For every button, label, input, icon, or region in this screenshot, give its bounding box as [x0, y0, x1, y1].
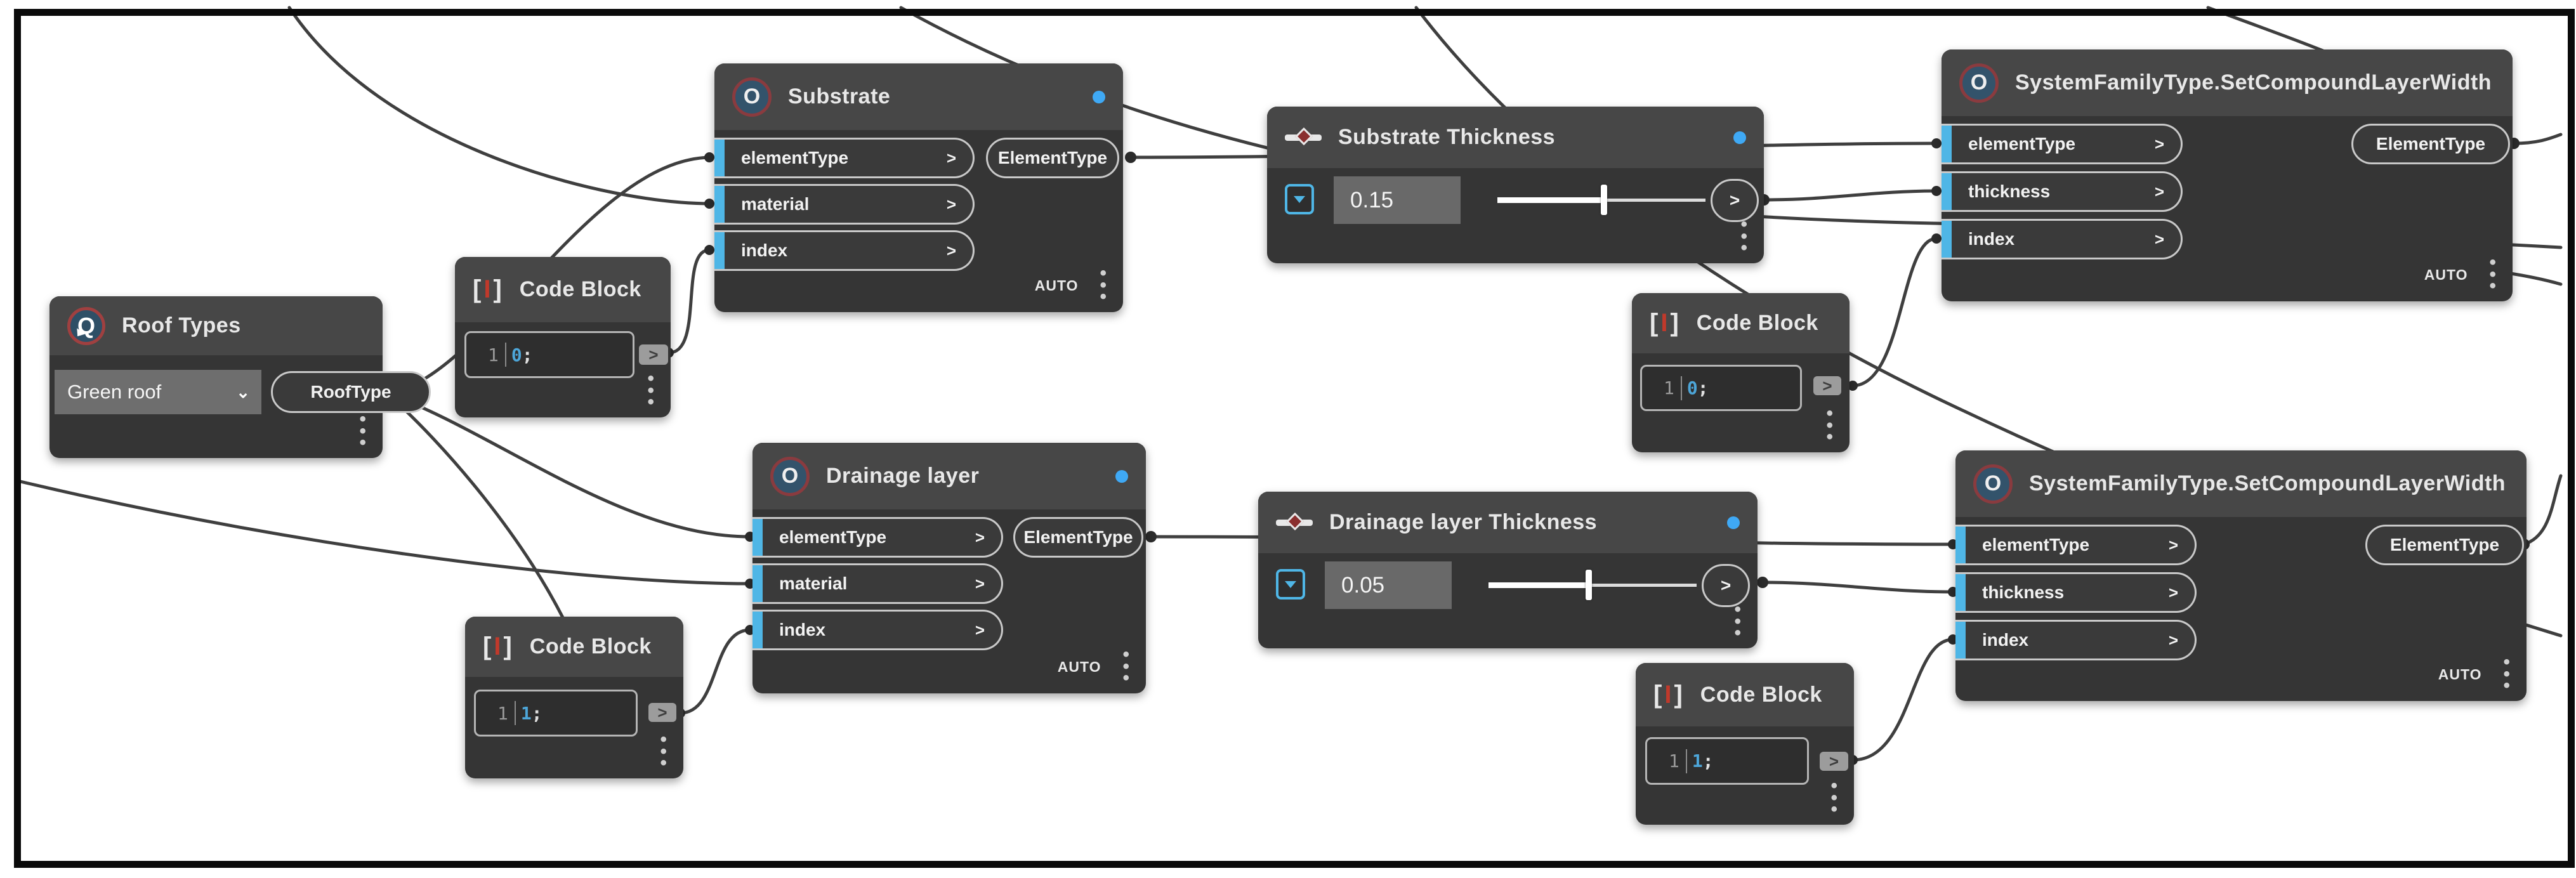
code-brackets-icon: [I]	[1650, 309, 1680, 337]
number-slider-icon	[1276, 512, 1313, 530]
slider-expand-button[interactable]	[1285, 184, 1314, 214]
input-port-elementtype[interactable]: elementType>	[1942, 124, 2183, 164]
node-header[interactable]: O Drainage layer	[752, 443, 1146, 509]
node-header[interactable]: Q Roof Types	[49, 296, 383, 355]
roof-type-dropdown[interactable]: Green roof ⌄	[55, 370, 261, 414]
node-header[interactable]: O SystemFamilyType.SetCompoundLayerWidth	[1942, 49, 2513, 116]
output-port-rooftype[interactable]: RoofType	[271, 371, 431, 413]
lacing-label[interactable]: AUTO	[1034, 277, 1079, 294]
input-port-thickness[interactable]: thickness>	[1942, 171, 2183, 212]
package-node-icon: O	[1959, 63, 1999, 103]
input-port-material[interactable]: material>	[714, 184, 975, 225]
node-header[interactable]: Substrate Thickness	[1267, 107, 1764, 168]
node-setcompoundlayerwidth-bottom[interactable]: O SystemFamilyType.SetCompoundLayerWidth…	[1955, 450, 2527, 701]
node-substrate-thickness[interactable]: Substrate Thickness 0.15 > •••	[1267, 107, 1764, 263]
input-port-index[interactable]: index>	[1942, 219, 2183, 259]
slider-handle[interactable]	[1601, 185, 1607, 215]
input-port-elementtype[interactable]: elementType>	[752, 517, 1003, 558]
vertical-ellipsis-icon[interactable]: •••	[1826, 403, 1833, 448]
output-port-elementtype[interactable]: ElementType	[1013, 517, 1143, 558]
vertical-ellipsis-icon[interactable]: •••	[647, 368, 654, 413]
code-brackets-icon: [I]	[473, 275, 503, 303]
code-output-port[interactable]: >	[648, 703, 676, 722]
input-port-elementtype[interactable]: elementType>	[1955, 525, 2197, 565]
vertical-ellipsis-icon[interactable]: •••	[1100, 263, 1107, 308]
node-drainage-thickness[interactable]: Drainage layer Thickness 0.05 > •••	[1258, 492, 1758, 648]
output-port-elementtype[interactable]: ElementType	[2351, 124, 2510, 164]
preview-state-dot[interactable]	[1727, 516, 1740, 529]
node-header[interactable]: Drainage layer Thickness	[1258, 492, 1758, 553]
slider-value-input[interactable]: 0.15	[1334, 176, 1461, 224]
slider-value-input[interactable]: 0.05	[1325, 561, 1452, 609]
chevron-down-icon: ⌄	[236, 382, 250, 402]
lacing-label[interactable]: AUTO	[1057, 658, 1101, 675]
node-header[interactable]: [I] Code Block	[1636, 663, 1854, 726]
code-brackets-icon: [I]	[1653, 680, 1684, 709]
input-port-elementtype[interactable]: elementType>	[714, 138, 975, 178]
input-port-index[interactable]: index>	[714, 230, 975, 271]
vertical-ellipsis-icon[interactable]: •••	[1830, 775, 1837, 820]
code-brackets-icon: [I]	[483, 632, 513, 660]
dropdown-node-icon: Q	[67, 306, 105, 345]
vertical-ellipsis-icon[interactable]: •••	[1740, 214, 1747, 259]
node-substrate[interactable]: O Substrate elementType> material> index…	[714, 63, 1123, 312]
input-port-thickness[interactable]: thickness>	[1955, 572, 2197, 613]
vertical-ellipsis-icon[interactable]: •••	[359, 409, 366, 454]
slider-expand-button[interactable]	[1276, 569, 1305, 600]
code-output-port[interactable]: >	[1820, 752, 1848, 771]
node-roof-types[interactable]: Q Roof Types Green roof ⌄ RoofType •••	[49, 296, 431, 458]
package-node-icon: O	[770, 456, 810, 496]
slider-output-port[interactable]: >	[1702, 564, 1750, 607]
vertical-ellipsis-icon[interactable]: •••	[1122, 644, 1129, 689]
vertical-ellipsis-icon[interactable]: •••	[2503, 652, 2510, 697]
node-header[interactable]: O SystemFamilyType.SetCompoundLayerWidth	[1955, 450, 2527, 517]
node-title: Roof Types	[122, 313, 241, 337]
vertical-ellipsis-icon[interactable]: •••	[1734, 599, 1741, 644]
canvas-border	[14, 9, 2575, 868]
slider-handle[interactable]	[1586, 570, 1592, 600]
vertical-ellipsis-icon[interactable]: •••	[2489, 252, 2496, 297]
input-port-index[interactable]: index>	[752, 610, 1003, 650]
node-setcompoundlayerwidth-top[interactable]: O SystemFamilyType.SetCompoundLayerWidth…	[1942, 49, 2513, 301]
vertical-ellipsis-icon[interactable]: •••	[660, 729, 667, 774]
number-slider-icon	[1285, 127, 1322, 145]
lacing-label[interactable]: AUTO	[2424, 266, 2468, 283]
slider-output-port[interactable]: >	[1711, 179, 1759, 222]
node-header[interactable]: O Substrate	[714, 63, 1123, 130]
input-port-index[interactable]: index>	[1955, 620, 2197, 660]
node-header[interactable]: [I] Code Block	[465, 617, 683, 677]
preview-state-dot[interactable]	[1733, 131, 1746, 144]
node-header[interactable]: [I] Code Block	[455, 257, 671, 322]
output-port-elementtype[interactable]: ElementType	[2365, 525, 2524, 565]
code-output-port[interactable]: >	[639, 344, 668, 365]
preview-state-dot[interactable]	[1115, 469, 1128, 483]
dropdown-value: Green roof	[67, 381, 162, 403]
lacing-label[interactable]: AUTO	[2438, 665, 2482, 683]
input-port-material[interactable]: material>	[752, 563, 1003, 604]
preview-state-dot[interactable]	[1093, 90, 1105, 103]
package-node-icon: O	[732, 77, 772, 117]
slider-track[interactable]	[1488, 582, 1697, 588]
node-drainage-layer[interactable]: O Drainage layer elementType> material> …	[752, 443, 1146, 693]
code-output-port[interactable]: >	[1813, 376, 1841, 395]
output-port-elementtype[interactable]: ElementType	[986, 138, 1119, 178]
node-header[interactable]: [I] Code Block	[1632, 293, 1850, 353]
package-node-icon: O	[1973, 464, 2013, 504]
